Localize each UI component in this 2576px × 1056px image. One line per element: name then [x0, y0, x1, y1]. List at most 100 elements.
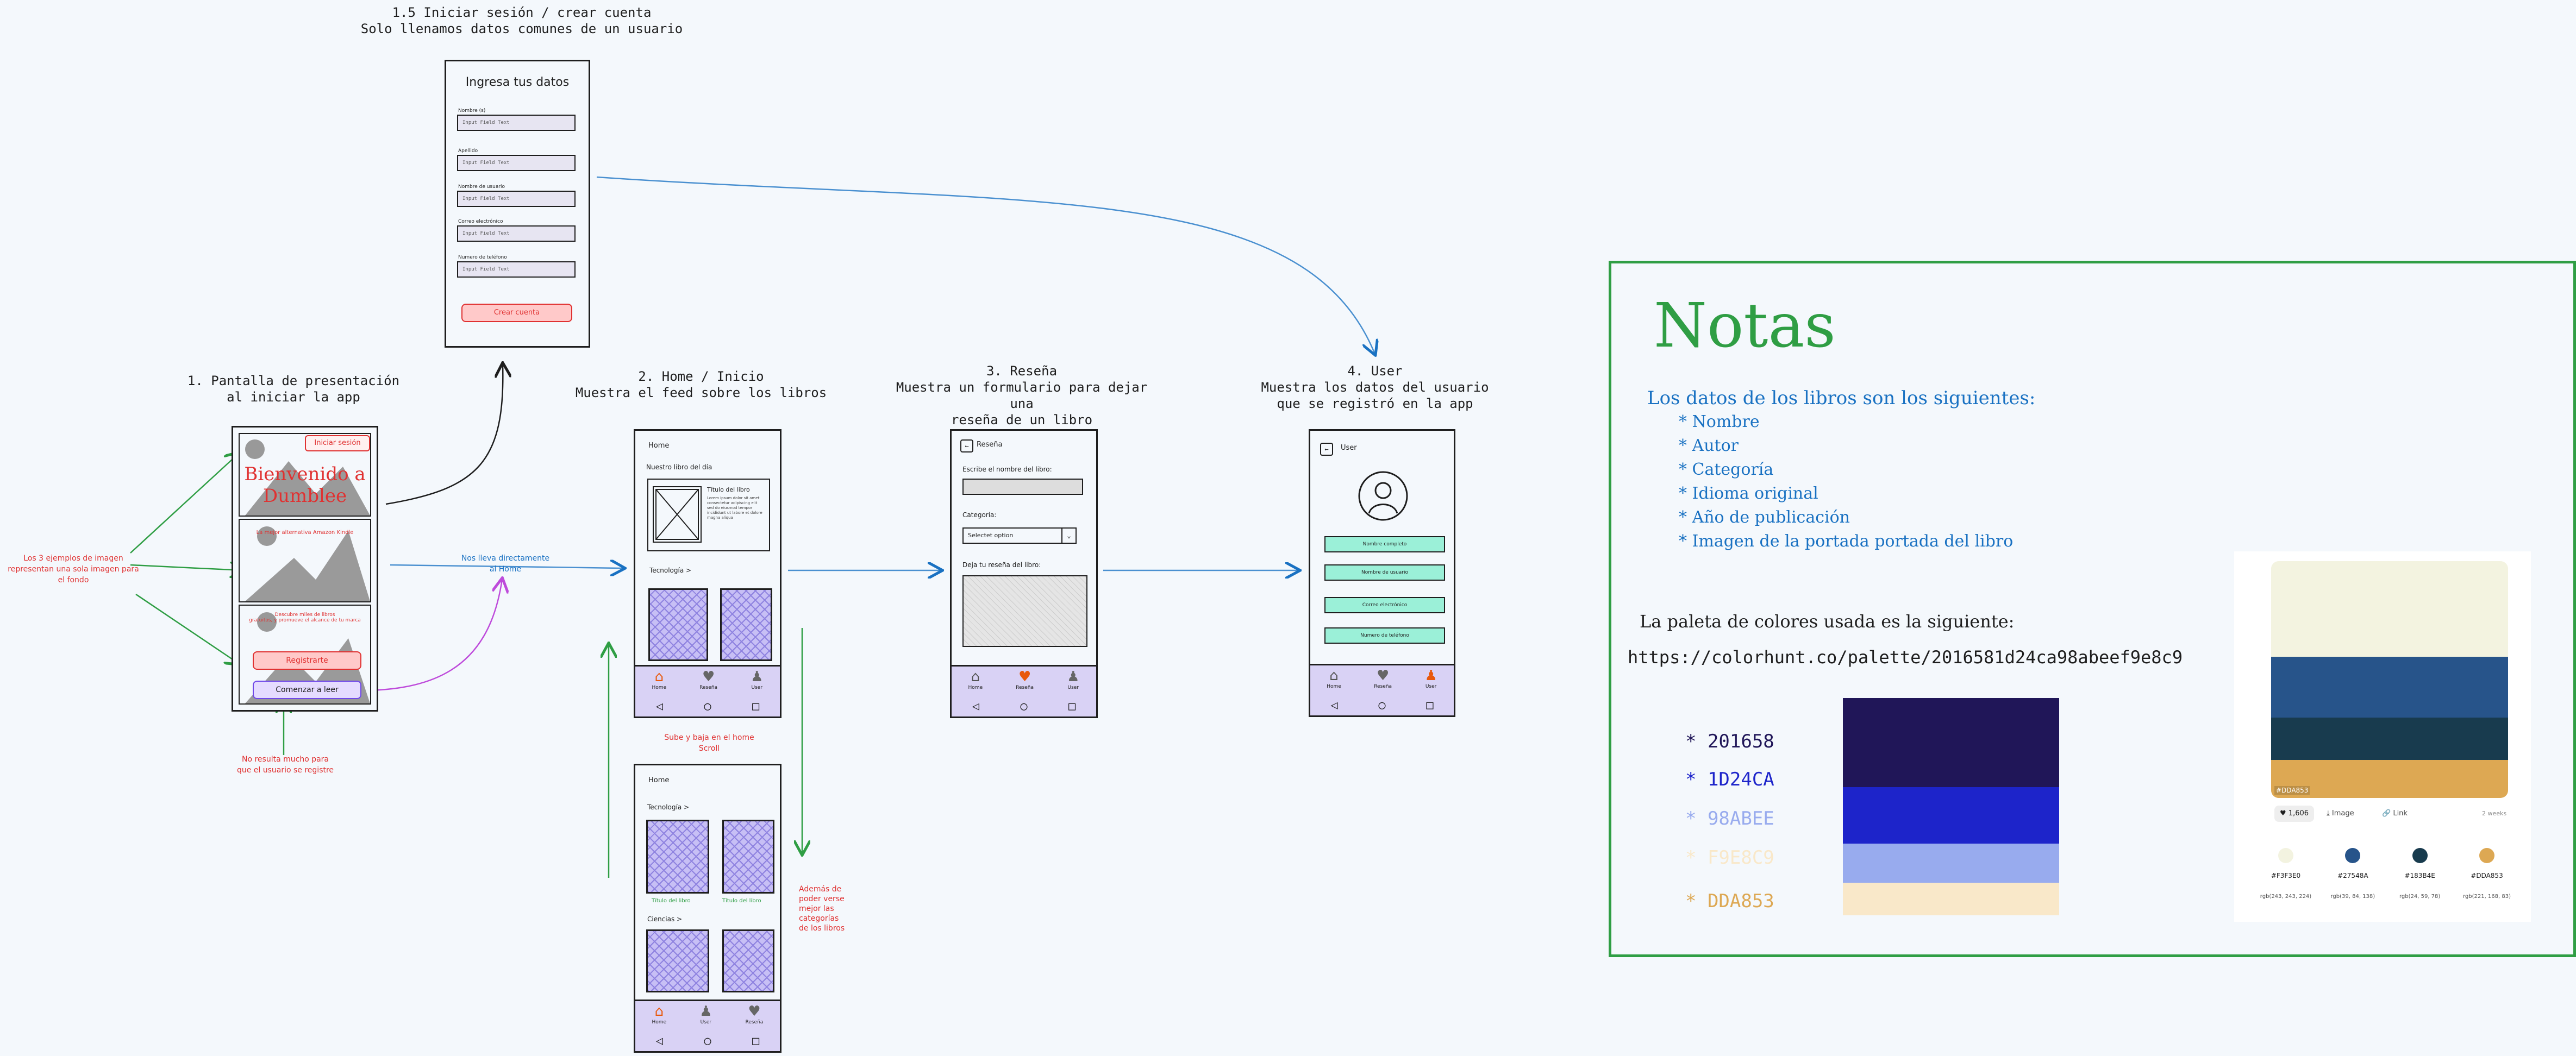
- tagline: La mejor alternativa Amazon Kindle: [256, 530, 354, 536]
- like-button[interactable]: ♥ 1,606: [2274, 806, 2315, 822]
- home-circle-icon[interactable]: ○: [1378, 699, 1386, 712]
- arrow-login-to-user: [596, 176, 1375, 354]
- nav-user[interactable]: ♟User: [751, 669, 764, 690]
- back-icon[interactable]: ◁: [655, 1034, 663, 1048]
- tagline-2: Descubre miles de libros gratuitos, y pr…: [249, 612, 361, 623]
- book-name-input[interactable]: [962, 479, 1083, 495]
- phone-field: Numero de teléfono: [1324, 627, 1445, 644]
- science-section-label[interactable]: Ciencias >: [647, 915, 683, 923]
- book-card[interactable]: [646, 820, 709, 894]
- recents-icon[interactable]: □: [1068, 700, 1076, 713]
- back-icon[interactable]: ◁: [972, 700, 979, 713]
- home-circle-icon[interactable]: ○: [1020, 700, 1028, 713]
- home-circle-icon[interactable]: ○: [704, 700, 711, 713]
- recents-icon[interactable]: □: [1426, 699, 1434, 712]
- start-reading-button[interactable]: Comenzar a leer: [253, 681, 361, 699]
- book-card[interactable]: [720, 588, 772, 661]
- heart-icon: ♥: [1018, 669, 1031, 685]
- nav-review[interactable]: ♥Reseña: [699, 669, 718, 690]
- swatch-chip: [2412, 848, 2428, 863]
- notes-heading: Notas: [1654, 291, 1836, 361]
- nav-user[interactable]: ♟User: [1424, 668, 1437, 689]
- tech-section-label[interactable]: Tecnología >: [649, 567, 692, 574]
- nav-home[interactable]: ⌂Home: [652, 669, 667, 690]
- register-button[interactable]: Registrarte: [253, 651, 361, 670]
- nav-user[interactable]: ♟User: [699, 1003, 712, 1025]
- create-account-button[interactable]: Crear cuenta: [461, 304, 572, 322]
- nav-home[interactable]: ⌂Home: [652, 1003, 667, 1025]
- palette-label-3: * 98ABEE: [1685, 808, 1774, 829]
- username-input[interactable]: Input Field Text: [457, 191, 576, 207]
- bottom-nav: ⌂Home ♥Reseña ♟User ◁ ○ □: [635, 665, 780, 716]
- scroll-note: Sube y baja en el home Scroll: [664, 733, 754, 753]
- palette-label-5: * DDA853: [1685, 890, 1774, 912]
- home-screen: Home Nuestro libro del día Título del li…: [634, 429, 781, 718]
- nav-review[interactable]: ♥Reseña: [1374, 668, 1392, 689]
- arrow-note-3: [135, 593, 239, 664]
- back-icon[interactable]: ◁: [1330, 699, 1338, 712]
- user-screen: ← User Nombre completo Nombre de usuario…: [1309, 429, 1455, 717]
- link-button[interactable]: 🔗 Link: [2382, 809, 2408, 818]
- user-icon: ♟: [751, 669, 764, 685]
- field-label: Numero de teléfono: [458, 255, 507, 260]
- recents-icon[interactable]: □: [752, 700, 760, 713]
- back-arrow-icon[interactable]: ←: [1320, 443, 1333, 456]
- intro-screen: Iniciar sesión Bienvenido a Dumblee La m…: [232, 426, 378, 712]
- heart-icon: ♥: [702, 669, 715, 685]
- category-select[interactable]: Selectet option ⌄: [962, 527, 1077, 544]
- nav-home[interactable]: ⌂Home: [968, 669, 983, 690]
- field-label: Correo electrónico: [458, 219, 503, 224]
- arrow-intro-to-home: [390, 565, 624, 568]
- nav-review[interactable]: ♥Reseña: [1016, 669, 1034, 690]
- book-of-day-card[interactable]: Título del libro Lorem ipsum dolor sit a…: [647, 479, 770, 551]
- avatar: [1358, 471, 1408, 521]
- login-button[interactable]: Iniciar sesión: [305, 435, 370, 451]
- book-card[interactable]: [722, 820, 774, 894]
- email-input[interactable]: Input Field Text: [457, 225, 576, 242]
- colorhunt-palette[interactable]: #DDA853: [2271, 561, 2508, 798]
- bottom-nav: ⌂Home ♟User ♥Reseña ◁ ○ □: [635, 1000, 780, 1051]
- login-heading: Ingresa tus datos: [465, 76, 570, 89]
- book-cover-placeholder: [653, 486, 702, 543]
- back-icon[interactable]: ◁: [655, 700, 663, 713]
- palette-band: [2271, 561, 2508, 657]
- nav-review[interactable]: ♥Reseña: [745, 1003, 764, 1025]
- home-icon: ⌂: [1329, 668, 1339, 684]
- recents-icon[interactable]: □: [752, 1034, 760, 1048]
- phone-input[interactable]: Input Field Text: [457, 261, 576, 278]
- back-arrow-icon[interactable]: ←: [960, 439, 973, 452]
- full-name-field: Nombre completo: [1324, 536, 1445, 552]
- book-description: Lorem ipsum dolor sit amet consectetur a…: [707, 496, 762, 520]
- user-icon: ♟: [1067, 669, 1080, 685]
- review-screen: ← Reseña Escribe el nombre del libro: Ca…: [950, 429, 1098, 718]
- palette-label-2: * 1D24CA: [1685, 769, 1774, 790]
- home-circle-icon[interactable]: ○: [704, 1034, 711, 1048]
- email-field: Correo electrónico: [1324, 597, 1445, 613]
- image-button[interactable]: ⤓ Image: [2327, 809, 2354, 818]
- bottom-nav: ⌂Home ♥Reseña ♟User ◁ ○ □: [952, 665, 1096, 716]
- review-textarea[interactable]: [962, 575, 1087, 647]
- swatch-98ABEE: [1843, 844, 2059, 883]
- last-name-input[interactable]: Input Field Text: [457, 155, 576, 171]
- palette-url[interactable]: https://colorhunt.co/palette/2016581d24c…: [1628, 647, 2183, 668]
- book-card[interactable]: [648, 588, 708, 661]
- tech-section-label[interactable]: Tecnología >: [647, 803, 690, 811]
- review-label: Deja tu reseña del libro:: [962, 561, 1041, 569]
- register-note: No resulta mucho para que el usuario se …: [236, 755, 334, 775]
- nav-user[interactable]: ♟User: [1067, 669, 1080, 690]
- book-card[interactable]: [646, 929, 709, 992]
- book-field-cover: * Imagen de la portada portada del libro: [1679, 532, 2014, 551]
- book-field-name: * Nombre: [1679, 412, 1760, 431]
- palette-intro: La paleta de colores usada es la siguien…: [1640, 611, 2015, 632]
- first-name-input[interactable]: Input Field Text: [457, 115, 576, 131]
- user-title: 4. User Muestra los datos del usuario qu…: [1261, 363, 1489, 411]
- nav-home[interactable]: ⌂Home: [1327, 668, 1341, 689]
- home-scroll-screen: Home Tecnología > Título del libro Títul…: [634, 764, 781, 1053]
- colorhunt-card[interactable]: #DDA853 ♥ 1,606 ⤓ Image 🔗 Link 2 weeks #…: [2234, 551, 2531, 922]
- book-card[interactable]: [722, 929, 774, 992]
